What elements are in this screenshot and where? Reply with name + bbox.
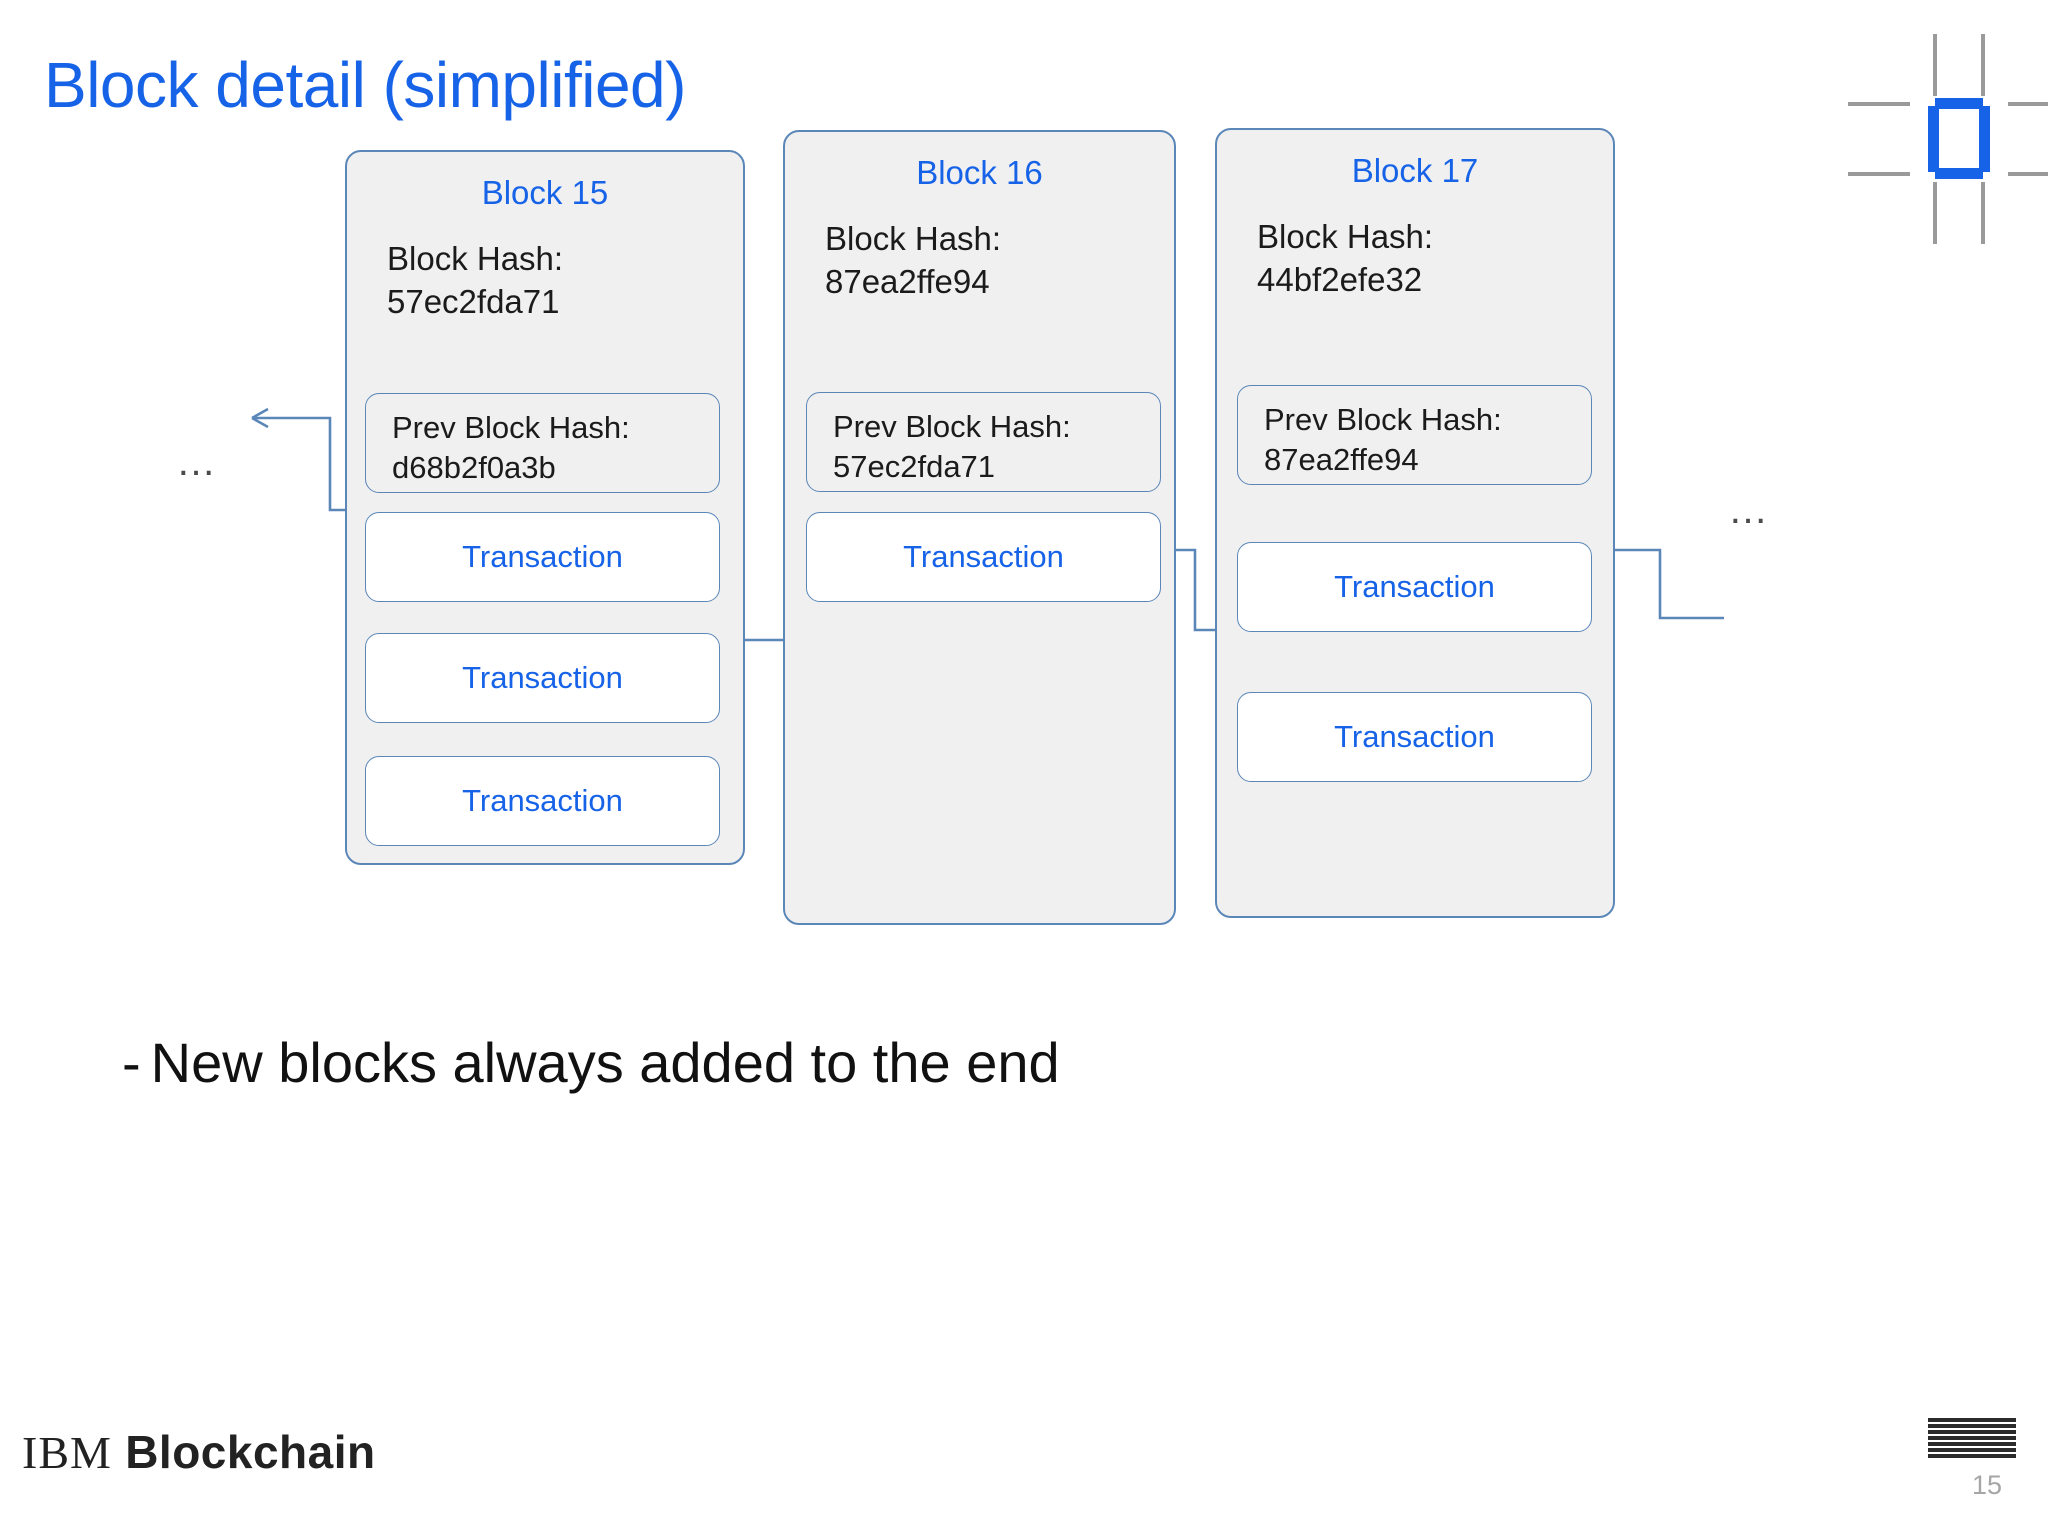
bullet-dash: -	[122, 1031, 141, 1094]
ellipsis-right: …	[1728, 488, 1771, 532]
transaction-box[interactable]: Transaction	[365, 512, 720, 602]
block-title: Block 15	[481, 174, 609, 211]
block-hash-label: Block Hash:	[387, 240, 564, 277]
transaction-box[interactable]: Transaction	[806, 512, 1161, 602]
block-title: Block 16	[916, 154, 1043, 191]
prev-hash-box-16[interactable]: Prev Block Hash: 57ec2fda71	[806, 392, 1161, 492]
transaction-label: Transaction	[462, 660, 623, 695]
blockchain-diagram: … … Block 15 Block Hash: 57ec2fda71 Prev…	[0, 128, 2048, 925]
block-hash: Block Hash: 44bf2efe32	[1257, 216, 1613, 302]
transaction-label: Transaction	[1334, 719, 1495, 754]
page-title: Block detail (simplified)	[44, 49, 686, 121]
prev-hash-value: d68b2f0a3b	[392, 450, 556, 486]
block-title: Block 17	[1351, 152, 1479, 189]
prev-hash-label: Prev Block Hash:	[1264, 402, 1502, 437]
ibm-grid-logo-mark	[1848, 26, 2048, 246]
block-hash-label: Block Hash:	[1257, 218, 1434, 255]
block-hash-value: 57ec2fda71	[387, 282, 560, 320]
block-hash: Block Hash: 87ea2ffe94	[825, 218, 1174, 304]
transaction-box[interactable]: Transaction	[1237, 692, 1592, 782]
prev-hash-label: Prev Block Hash:	[833, 409, 1071, 444]
transaction-label: Transaction	[903, 539, 1064, 574]
prev-hash-value: 87ea2ffe94	[1264, 442, 1419, 478]
block-card-17[interactable]: Block 17 Block Hash: 44bf2efe32	[1215, 128, 1615, 918]
transaction-label: Transaction	[462, 783, 623, 818]
prev-hash-box-17[interactable]: Prev Block Hash: 87ea2ffe94	[1237, 385, 1592, 485]
footer-brand-product: Blockchain	[125, 1426, 376, 1478]
ibm-logo-icon	[1928, 1418, 2016, 1462]
block-hash-label: Block Hash:	[825, 220, 1002, 257]
prev-hash-box-15[interactable]: Prev Block Hash: d68b2f0a3b	[365, 393, 720, 493]
ellipsis-left: …	[176, 440, 219, 484]
footer-brand-ibm: IBM	[22, 1427, 112, 1478]
bullet-text: New blocks always added to the end	[150, 1031, 1060, 1094]
block-hash-value: 87ea2ffe94	[825, 262, 990, 300]
transaction-label: Transaction	[1334, 569, 1495, 604]
transaction-box[interactable]: Transaction	[365, 756, 720, 846]
block-card-15[interactable]: Block 15 Block Hash: 57ec2fda71	[345, 150, 745, 865]
block-hash: Block Hash: 57ec2fda71	[387, 238, 743, 324]
transaction-box[interactable]: Transaction	[1237, 542, 1592, 632]
page-number: 15	[1972, 1470, 2003, 1500]
prev-hash-label: Prev Block Hash:	[392, 410, 630, 445]
footer-brand: IBM Blockchain	[22, 1425, 376, 1479]
prev-hash-value: 57ec2fda71	[833, 449, 996, 485]
transaction-label: Transaction	[462, 539, 623, 574]
bullet-point: -New blocks always added to the end	[122, 1030, 1060, 1095]
transaction-box[interactable]: Transaction	[365, 633, 720, 723]
block-hash-value: 44bf2efe32	[1257, 260, 1423, 298]
